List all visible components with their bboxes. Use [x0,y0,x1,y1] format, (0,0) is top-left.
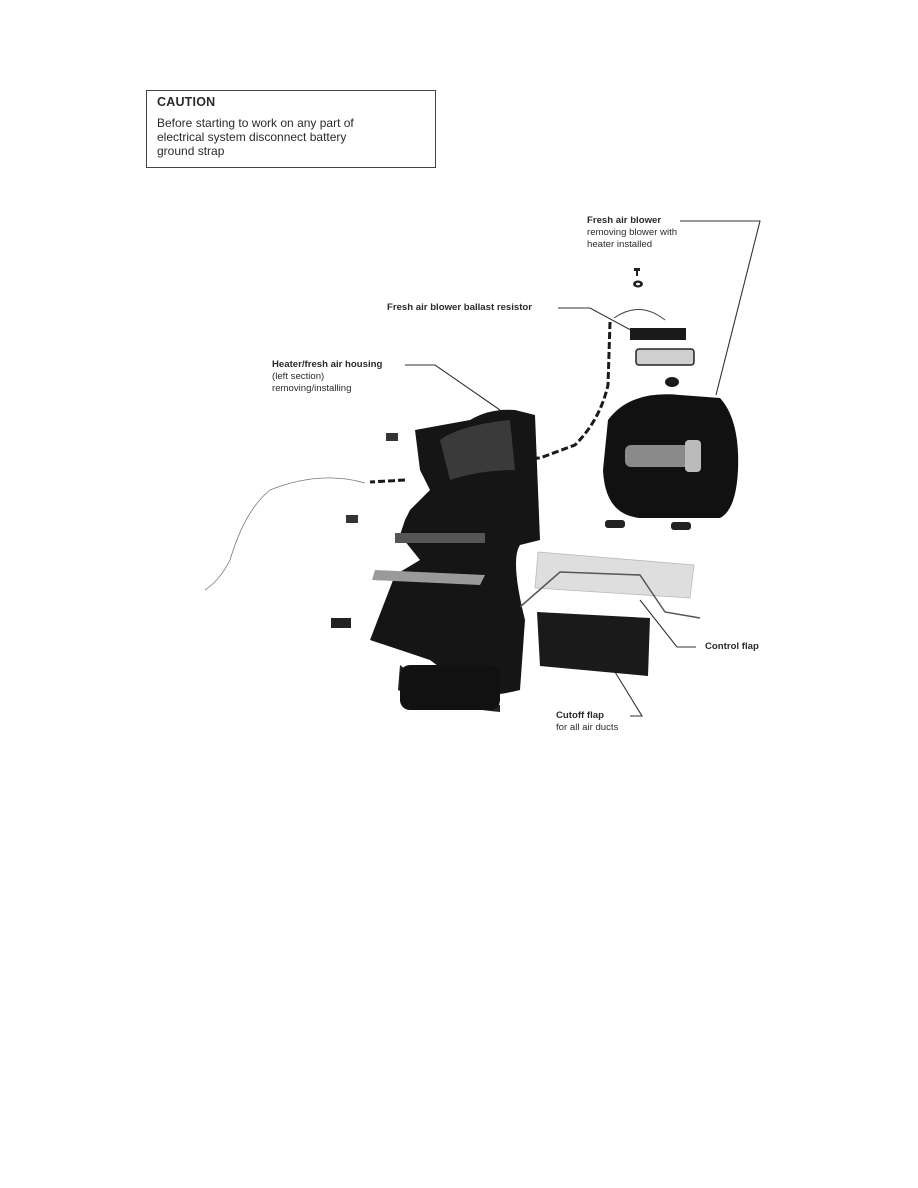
callout-control-flap: Control flap [705,641,759,653]
heater-housing-shape [331,409,540,712]
callout-line: for all air ducts [556,722,619,733]
callout-title: Fresh air blower [587,215,662,226]
callout-title: Heater/fresh air housing [272,359,383,370]
blower-motor-shape [603,394,739,530]
callout-line: removing/installing [272,383,352,394]
callout-title: Cutoff flap [556,710,604,721]
ballast-resistor-shape [613,309,695,387]
screw-icon [633,268,643,288]
callout-fresh-air-blower: Fresh air blower removing blower with he… [587,215,677,251]
callout-line: heater installed [587,239,653,250]
caution-box: CAUTION Before starting to work on any p… [146,90,436,168]
leader-lines [405,220,761,717]
caution-title: CAUTION [157,95,216,109]
callout-title: Control flap [705,641,759,652]
callout-heater-housing: Heater/fresh air housing (left section) … [272,359,382,395]
callout-cutoff-flap: Cutoff flap for all air ducts [556,710,618,734]
callout-line: removing blower with [587,227,678,238]
control-flap-shape [519,551,701,619]
callout-ballast-resistor: Fresh air blower ballast resistor [387,302,532,314]
caution-line-2: electrical system disconnect battery [157,130,347,144]
caution-line-3: ground strap [157,144,225,158]
caution-text: Before starting to work on any part of e… [157,116,425,158]
callout-title: Fresh air blower ballast resistor [387,302,533,313]
cutoff-flap-shape [537,612,650,676]
caution-line-1: Before starting to work on any part of [157,116,354,130]
callout-line: (left section) [272,371,325,382]
